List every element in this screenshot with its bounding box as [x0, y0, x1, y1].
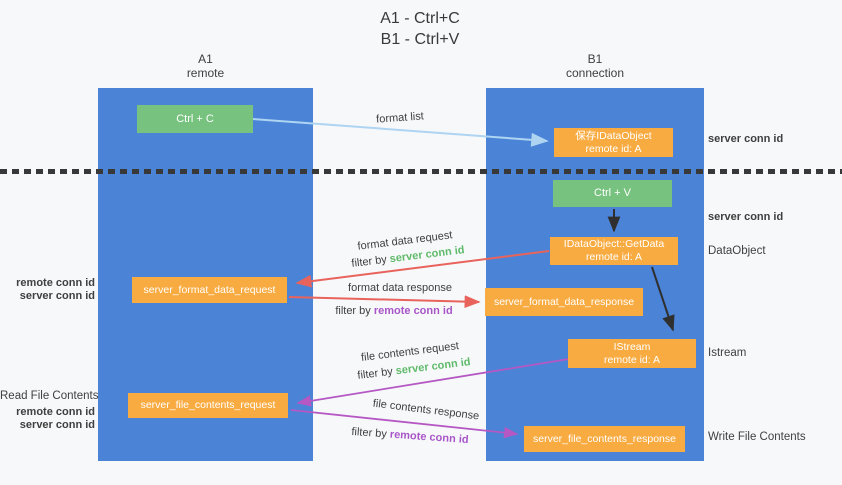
- node-save-idataobject-line1: 保存IDataObject: [575, 129, 652, 142]
- lane-a1-name: A1: [198, 52, 213, 66]
- node-idataobject-getdata-line2: remote id: A: [585, 251, 643, 263]
- filter-by-text: filter by: [335, 305, 374, 317]
- node-ctrl-c-label: Ctrl + C: [176, 112, 214, 125]
- node-ctrl-v-label: Ctrl + V: [594, 187, 631, 199]
- left-label-remote-conn-id-top: remote conn id: [16, 277, 95, 289]
- lane-b1-subtitle: connection: [565, 66, 625, 80]
- node-server-format-data-request: server_format_data_request: [132, 277, 287, 303]
- remote-conn-id-text: remote conn id: [373, 305, 453, 317]
- right-label-dataobject: DataObject: [708, 245, 766, 257]
- node-idataobject-getdata: IDataObject::GetData remote id: A: [550, 237, 678, 265]
- right-label-write-file-contents: Write File Contents: [708, 431, 806, 443]
- title-line-1: A1 - Ctrl+C: [380, 10, 460, 27]
- node-server-file-contents-response-label: server_file_contents_response: [532, 432, 676, 445]
- node-istream-line1: IStream: [613, 340, 651, 353]
- left-label-server-conn-id-bottom: server conn id: [19, 419, 95, 431]
- left-label-read-file-contents: Read File Contents: [0, 390, 99, 402]
- edge-label-file-contents-response: file contents response: [372, 397, 480, 423]
- node-ctrl-v: Ctrl + V: [553, 180, 672, 207]
- left-label-remote-conn-id-bottom: remote conn id: [16, 406, 95, 418]
- server-conn-id-text: server conn id: [395, 356, 472, 378]
- diagram-title: A1 - Ctrl+C B1 - Ctrl+V: [310, 8, 530, 50]
- dashed-separator-line: [0, 169, 842, 174]
- right-label-istream: Istream: [708, 347, 747, 359]
- lane-b1-name: B1: [587, 52, 603, 66]
- edge-label-format-data-response: format data response: [348, 282, 452, 294]
- node-server-format-data-response-label: server_format_data_response: [493, 295, 635, 308]
- node-server-format-data-response: server_format_data_response: [485, 288, 643, 316]
- node-server-file-contents-response: server_file_contents_response: [524, 426, 685, 452]
- node-istream-line2: remote id: A: [603, 353, 661, 366]
- filter-by-text: filter by: [350, 253, 391, 270]
- node-server-file-contents-request: server_file_contents_request: [128, 393, 288, 418]
- filter-by-text: filter by: [356, 365, 397, 382]
- node-idataobject-getdata-line1: IDataObject::GetData: [563, 238, 665, 250]
- lane-a1-subtitle: remote: [186, 66, 225, 80]
- filter-by-text: filter by: [351, 425, 391, 441]
- title-line-2: B1 - Ctrl+V: [380, 31, 460, 48]
- node-save-idataobject: 保存IDataObject remote id: A: [554, 128, 673, 157]
- right-label-server-conn-id-mid: server conn id: [708, 211, 784, 223]
- right-label-server-conn-id-top: server conn id: [708, 133, 784, 145]
- edge-label-filter-by-remote-conn-id-format: filter by remote conn id: [320, 305, 468, 317]
- node-istream: IStream remote id: A: [568, 339, 696, 368]
- edge-label-filter-by-remote-conn-id-file: filter by remote conn id: [336, 425, 484, 447]
- edge-label-format-list: format list: [375, 110, 425, 126]
- node-server-format-data-request-label: server_format_data_request: [143, 283, 276, 296]
- arrow-format-data-response: [288, 295, 481, 309]
- lane-header-a1: A1 remote: [98, 52, 313, 80]
- node-ctrl-c: Ctrl + C: [137, 105, 253, 133]
- lane-header-b1: B1 connection: [486, 52, 704, 80]
- node-save-idataobject-line2: remote id: A: [585, 142, 642, 155]
- left-label-server-conn-id-top: server conn id: [19, 290, 95, 302]
- remote-conn-id-text: remote conn id: [389, 428, 469, 447]
- node-server-file-contents-request-label: server_file_contents_request: [140, 399, 276, 411]
